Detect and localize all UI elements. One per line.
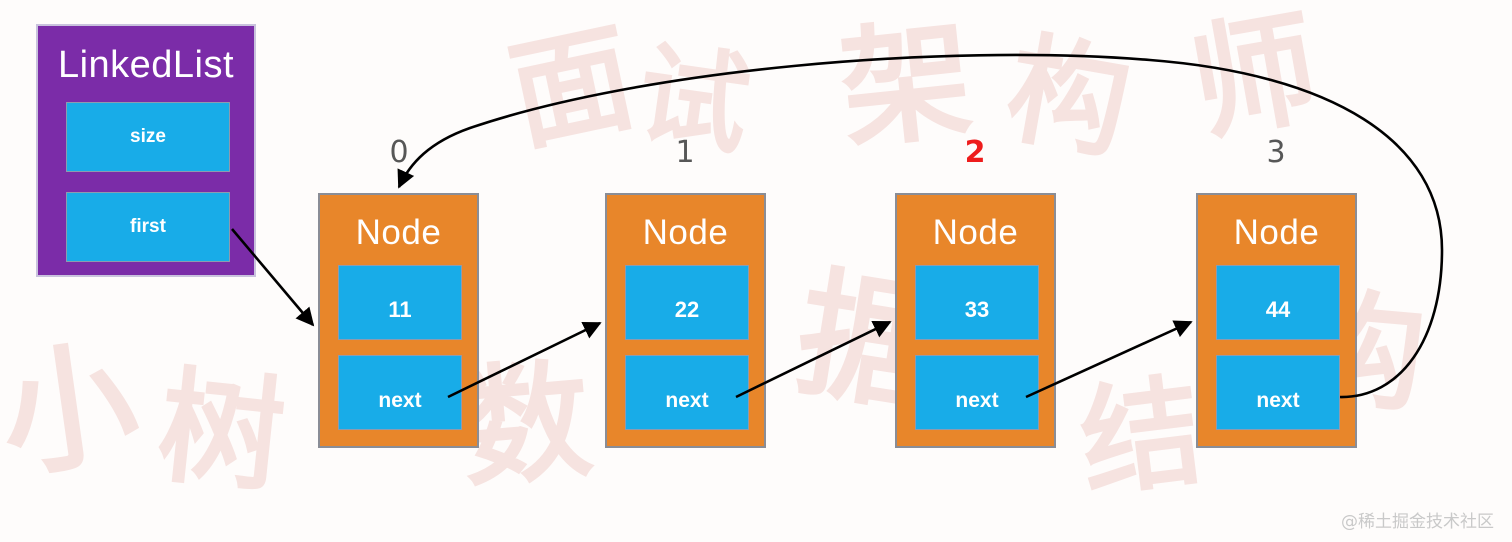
node-next-label-2: next (955, 389, 999, 412)
node-box-1: Node 22 next (605, 193, 766, 448)
node-title-2: Node (932, 213, 1019, 252)
node-box-3: Node 44 next (1196, 193, 1357, 448)
index-label-0: 0 (389, 135, 409, 170)
node-value-label-0: 11 (388, 297, 412, 322)
node-next-label-0: next (378, 389, 422, 412)
linkedlist-field-first-label: first (130, 216, 166, 237)
node-next-3: next (1216, 355, 1340, 430)
footer-watermark: @稀土掘金技术社区 (1341, 512, 1494, 532)
node-value-3: 44 (1216, 265, 1340, 340)
node-box-0: Node 11 next (318, 193, 479, 448)
index-label-3: 3 (1266, 135, 1286, 170)
node-value-label-1: 22 (674, 297, 700, 322)
node-value-label-2: 33 (964, 297, 990, 322)
node-next-label-1: next (665, 389, 709, 412)
index-label-2: 2 (964, 135, 986, 170)
node-box-2: Node 33 next (895, 193, 1056, 448)
node-value-1: 22 (625, 265, 749, 340)
background-watermark-7: 树 (151, 353, 291, 512)
background-watermark-10: 结 (1073, 362, 1210, 515)
linkedlist-box: LinkedList size first (36, 24, 256, 277)
node-next-0: next (338, 355, 462, 430)
index-label-1: 1 (675, 135, 695, 170)
background-watermark-4: 构 (996, 19, 1140, 178)
node-next-label-3: next (1256, 389, 1300, 412)
node-title-3: Node (1233, 213, 1320, 252)
linkedlist-title: LinkedList (57, 44, 235, 86)
node-next-1: next (625, 355, 749, 430)
node-title-0: Node (355, 213, 442, 252)
node-value-0: 11 (338, 265, 462, 340)
node-value-label-3: 44 (1265, 297, 1291, 322)
linkedlist-field-size: size (66, 102, 230, 172)
background-watermark-6: 小 (0, 323, 148, 498)
node-title-1: Node (642, 213, 729, 252)
node-value-2: 33 (915, 265, 1039, 340)
linkedlist-field-size-label: size (130, 126, 166, 147)
node-next-2: next (915, 355, 1039, 430)
linkedlist-field-first: first (66, 192, 230, 262)
background-watermark-1: 面 (499, 7, 646, 169)
